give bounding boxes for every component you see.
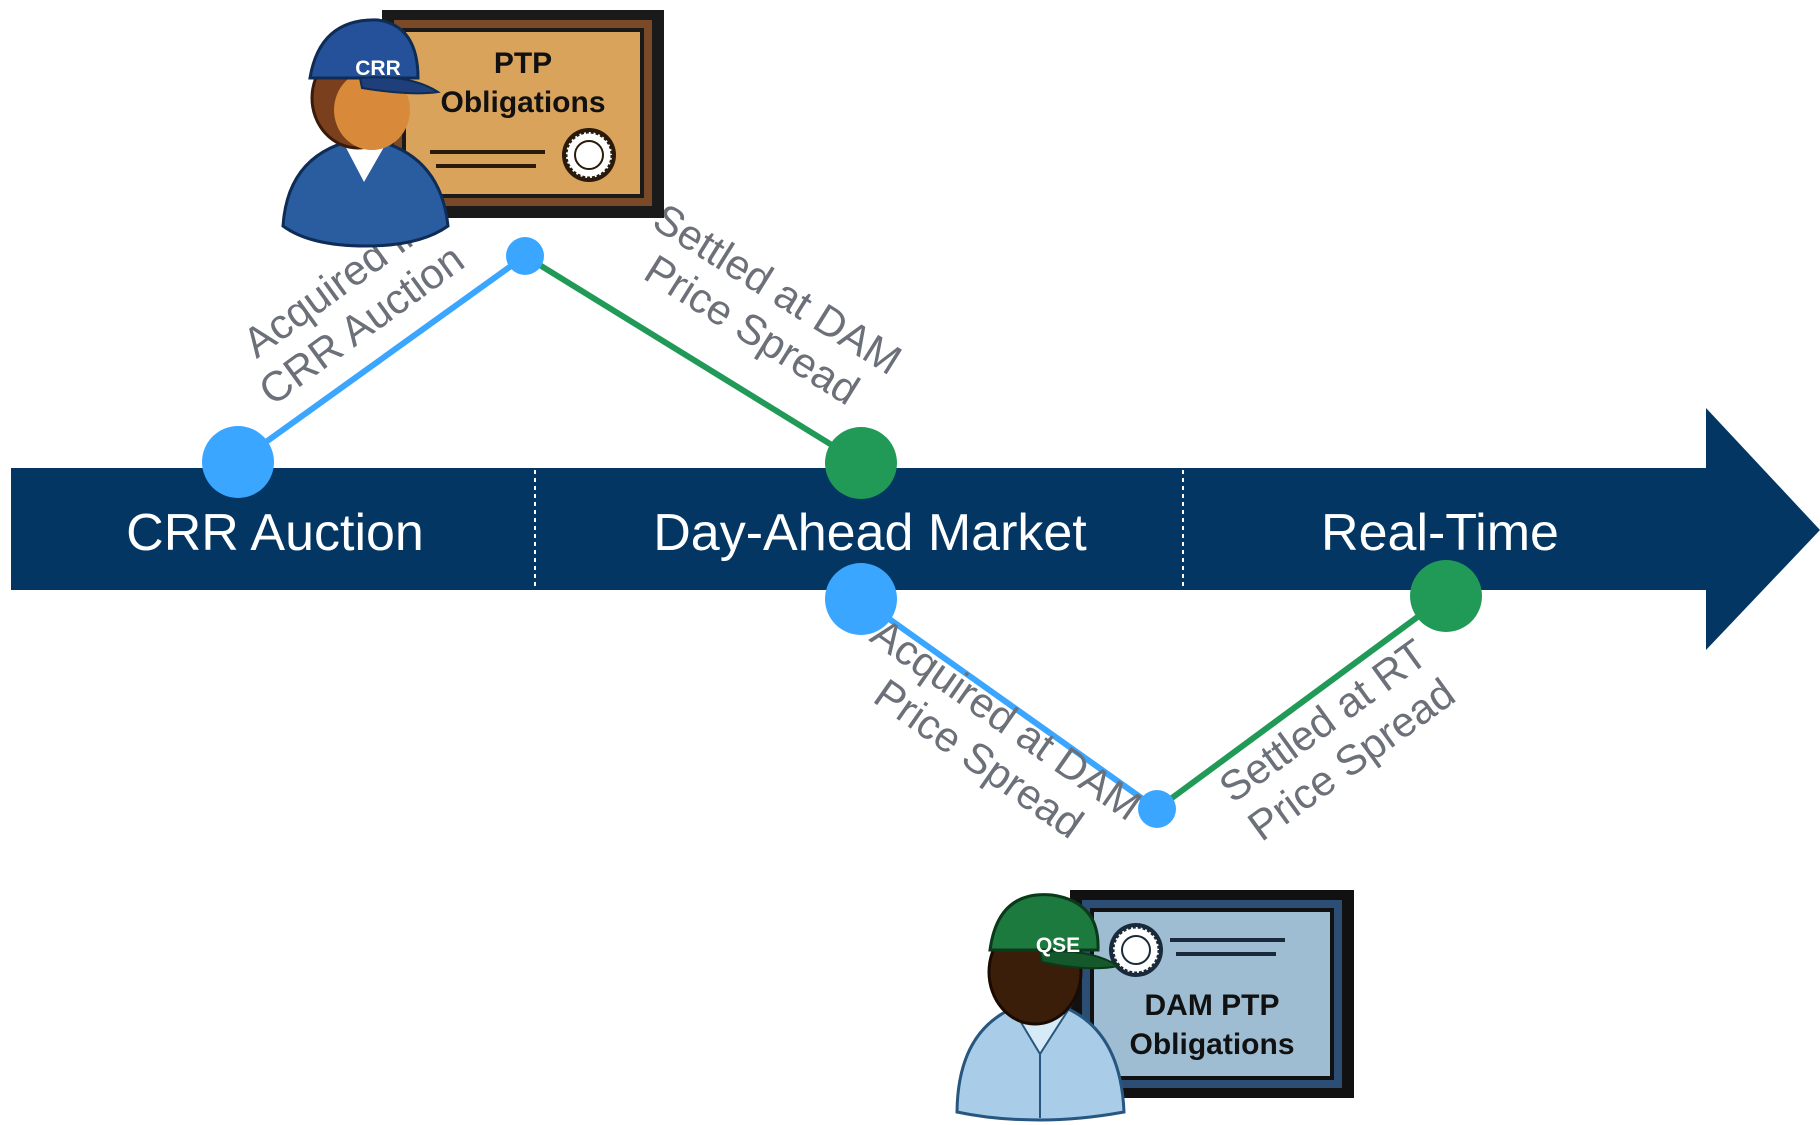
dam-cert-line1: DAM PTP [1145,989,1280,1022]
dam-acquired-line [859,596,1159,812]
dam-settled-line [523,253,863,466]
seal-icon [1109,923,1163,977]
dam-trough-node [1138,790,1176,828]
dam-cert-line2: Obligations [1130,1028,1295,1061]
dam-settle-node [825,427,897,499]
timeline-arrow [11,408,1820,650]
seal-icon [562,128,616,182]
crr-peak-node [506,237,544,275]
crr-auction-acquire-node [202,426,274,498]
stage-label-crr-auction: CRR Auction [126,504,424,562]
dam-acquire-node [825,563,897,635]
stage-label-day-ahead-market: Day-Ahead Market [653,504,1087,562]
ptp-obligations-certificate: PTP Obligations [382,10,664,218]
crr-holder-person-icon: CRR [281,18,450,248]
rt-settled-line [1155,593,1448,812]
rt-settle-node [1410,560,1482,632]
qse-hat-label: QSE [1036,934,1080,957]
crr-acquired-line [236,253,527,465]
qse-person-icon: QSE [955,893,1126,1122]
stage-label-real-time: Real-Time [1321,504,1559,562]
crr-hat-label: CRR [355,57,401,80]
dam-ptp-obligations-certificate: DAM PTP Obligations [1070,890,1354,1098]
ptp-cert-line1: PTP [494,47,552,80]
ptp-cert-line2: Obligations [441,86,606,119]
